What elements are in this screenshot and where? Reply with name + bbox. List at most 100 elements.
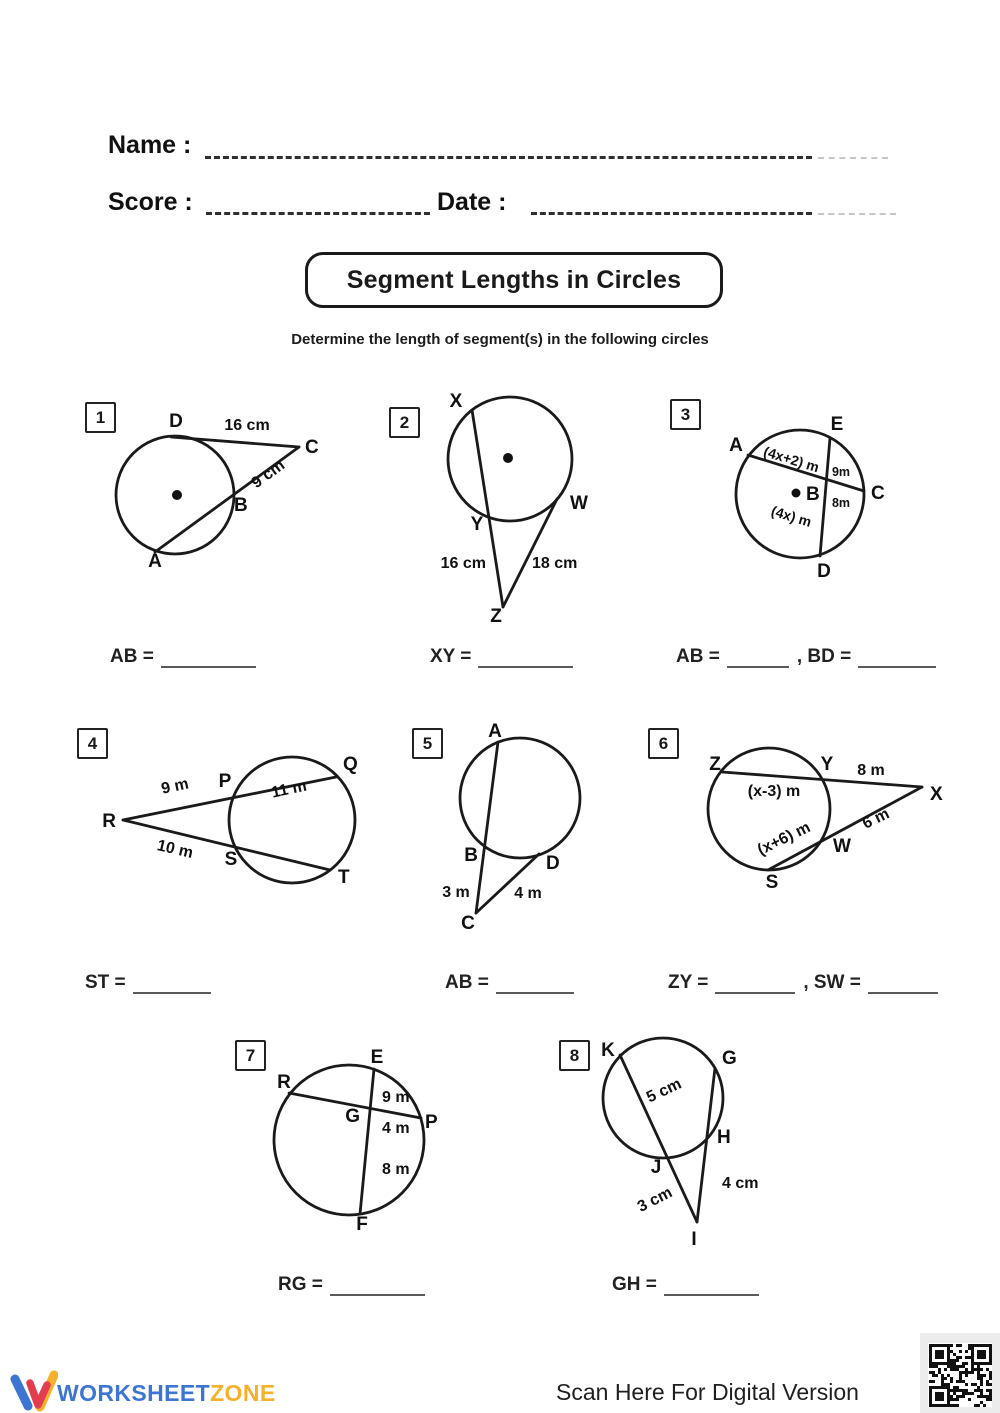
point-label: A xyxy=(488,721,502,742)
answer-6: ZY =, SW = xyxy=(668,972,938,994)
point-label: E xyxy=(371,1047,384,1068)
secant-line xyxy=(695,1066,717,1224)
secant-line xyxy=(121,775,338,822)
problem-7-number: 7 xyxy=(235,1040,266,1071)
measure-label: (4x+2) m xyxy=(762,443,821,475)
measure-label: 6 m xyxy=(860,805,892,832)
brand-zone: ZONE xyxy=(210,1380,276,1406)
score-line xyxy=(206,212,430,215)
point-label: C xyxy=(871,483,885,504)
page-title: Segment Lengths in Circles xyxy=(346,265,682,294)
point-label: C xyxy=(461,913,475,934)
secant-line xyxy=(618,1053,699,1224)
problem-8-number: 8 xyxy=(559,1040,590,1071)
problem-3-diagram: A E (4x+2) m 9m B C 8m (4x) m D xyxy=(729,414,885,582)
circle-outline xyxy=(734,428,866,560)
point-label: Z xyxy=(709,754,721,775)
point-label: B xyxy=(464,845,478,866)
answer-label: RG = xyxy=(278,1274,323,1295)
answer-blank xyxy=(495,972,574,994)
answer-label: XY = xyxy=(430,646,472,667)
point-label: H xyxy=(717,1127,731,1148)
answer-blank xyxy=(132,972,211,994)
point-label: Y xyxy=(471,514,484,535)
measure-label: 3 cm xyxy=(635,1184,675,1216)
point-label: C xyxy=(305,437,319,458)
chord-line xyxy=(358,1067,376,1216)
problem-2-number: 2 xyxy=(389,407,420,438)
point-label: D xyxy=(546,853,560,874)
scan-here-text: Scan Here For Digital Version xyxy=(556,1379,859,1405)
measure-label: 4 m xyxy=(382,1120,410,1137)
date-line-faded xyxy=(818,213,896,215)
qr-code xyxy=(928,1343,992,1407)
problem-6-diagram: Z Y 8 m X (x-3) m 6 m (x+6) m W S xyxy=(706,746,943,893)
secant-line xyxy=(121,818,332,872)
qr-panel xyxy=(920,1333,1000,1413)
point-label: W xyxy=(833,836,851,857)
measure-label: 16 cm xyxy=(224,417,269,434)
answer-blank xyxy=(726,646,789,668)
point-label: S xyxy=(225,849,238,870)
point-label: E xyxy=(831,414,844,435)
problem-5-number: 5 xyxy=(412,728,443,759)
answer-label: ST = xyxy=(85,972,126,993)
secant-line xyxy=(470,408,505,609)
point-label: S xyxy=(766,872,779,893)
point-label: P xyxy=(425,1112,438,1133)
title-box: Segment Lengths in Circles xyxy=(305,252,723,308)
circle-outline xyxy=(227,755,357,885)
point-label: X xyxy=(930,784,943,805)
problem-7-diagram: R E 9 m G 4 m P 8 m F xyxy=(272,1047,438,1235)
point-label: Y xyxy=(821,754,834,775)
point-label: B xyxy=(806,484,820,505)
point-label: X xyxy=(450,391,463,412)
answer-label: , BD = xyxy=(796,646,852,667)
point-label: A xyxy=(148,551,162,572)
problem-1-number: 1 xyxy=(85,402,116,433)
circle-outline xyxy=(601,1036,725,1160)
point-label: Q xyxy=(343,754,358,775)
measure-label: 10 m xyxy=(155,837,194,862)
problem-8-diagram: K G 5 cm H J 4 cm 3 cm I xyxy=(601,1036,758,1250)
point-label: G xyxy=(722,1048,737,1069)
circle-outline xyxy=(458,736,582,860)
measure-label: 4 cm xyxy=(722,1175,758,1192)
chord-line xyxy=(287,1091,423,1120)
secant-line xyxy=(720,770,924,789)
secant-line xyxy=(766,785,924,872)
problem-4-diagram: R 9 m P 11 m Q 10 m S T xyxy=(102,754,358,888)
problem-6-number: 6 xyxy=(648,728,679,759)
point-label: B xyxy=(234,495,248,516)
problem-3-number: 3 xyxy=(670,399,701,430)
point-label: J xyxy=(651,1157,662,1178)
point-label: F xyxy=(356,1214,368,1235)
point-label: D xyxy=(169,411,183,432)
answer-blank xyxy=(858,646,937,668)
measure-label: (x+6) m xyxy=(755,819,813,859)
answer-1: AB = xyxy=(110,646,256,668)
secant-line xyxy=(474,740,500,915)
chord-line xyxy=(818,436,832,558)
name-line-faded xyxy=(818,157,888,159)
answer-7: RG = xyxy=(278,1274,425,1296)
name-label: Name : xyxy=(108,131,192,159)
measure-label: 3 m xyxy=(442,884,470,901)
measure-label: 8m xyxy=(832,496,850,510)
date-label: Date : xyxy=(437,188,507,216)
center-dot xyxy=(503,453,513,463)
measure-label: 8 m xyxy=(857,762,885,779)
score-label: Score : xyxy=(108,188,193,216)
center-dot xyxy=(172,490,182,500)
problem-4-number: 4 xyxy=(77,728,108,759)
measure-label: 11 m xyxy=(270,778,308,802)
measure-label: 18 cm xyxy=(532,555,577,572)
circle-outline xyxy=(446,395,574,523)
answer-label: AB = xyxy=(676,646,720,667)
date-line xyxy=(531,212,812,215)
answer-label: AB = xyxy=(110,646,154,667)
answer-label: ZY = xyxy=(668,972,709,993)
problem-5-diagram: A B 3 m C 4 m D xyxy=(442,721,582,934)
answer-blank xyxy=(715,972,796,994)
